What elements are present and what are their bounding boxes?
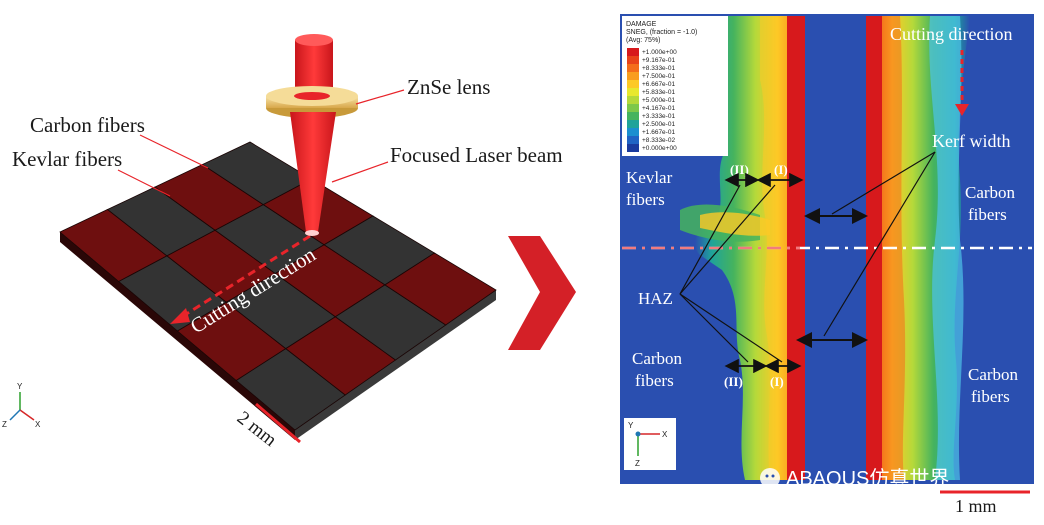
axis-triad-right: Y X Z — [624, 418, 676, 470]
plate-top — [59, 141, 497, 431]
carbon-label-right-top-2: fibers — [968, 205, 1007, 224]
haz-label: HAZ — [638, 289, 673, 308]
axis-z-right: Z — [635, 459, 640, 468]
carbon-label-left: Carbon — [632, 349, 683, 368]
legend-entry-label: +8.333e-02 — [642, 137, 675, 144]
kerf-leader-2 — [823, 151, 936, 337]
haz-leader-4 — [679, 293, 783, 363]
haz-leader-1 — [679, 184, 741, 295]
legend-entry-label: +0.000e+00 — [642, 145, 677, 152]
zone-i-bottom: (I) — [770, 374, 784, 389]
zone-ii-top: (II) — [730, 162, 749, 177]
legend-rows: +1.000e+00+9.167e-01+8.333e-01+7.500e-01… — [627, 48, 677, 152]
legend-entry-label: +1.000e+00 — [642, 49, 677, 56]
legend-swatch — [627, 80, 639, 88]
legend-swatch — [627, 72, 639, 80]
watermark: ABAQUS仿真世界 — [760, 467, 949, 490]
legend-swatch — [627, 48, 639, 56]
kerf-width-label: Kerf width — [932, 131, 1010, 151]
kevlar-leader — [117, 169, 171, 197]
carbon-label-left-2: fibers — [635, 371, 674, 390]
axis-x-right: X — [662, 430, 668, 439]
focused-beam — [290, 112, 336, 232]
kerf-leader-1 — [831, 151, 936, 215]
scale-bar-left — [255, 402, 301, 444]
legend-entry-label: +7.500e-01 — [642, 73, 675, 80]
legend-swatch — [627, 112, 639, 120]
legend-entry-label: +5.000e-01 — [642, 97, 675, 104]
zone-i-top: (I) — [774, 162, 788, 177]
damage-legend: DAMAGE SNEG, (fraction = -1.0) (Avg: 75%… — [622, 16, 728, 156]
transition-arrow — [508, 236, 576, 350]
axis-triad-left: Y X Z — [2, 382, 41, 429]
lens-leader — [355, 89, 405, 105]
zone-ii-bottom: (II) — [724, 374, 743, 389]
legend-entry-label: +1.667e-01 — [642, 129, 675, 136]
legend-swatch — [627, 56, 639, 64]
legend-swatch — [627, 64, 639, 72]
axis-y-left: Y — [17, 382, 23, 391]
carbon-fibers-label: Carbon fibers — [30, 113, 145, 137]
cutting-arrowhead — [170, 308, 190, 324]
carbon-label-right-bottom: Carbon — [968, 365, 1019, 384]
laser-leader — [331, 161, 389, 183]
haz-leader-2 — [679, 184, 776, 295]
legend-swatch — [627, 136, 639, 144]
legend-swatch — [627, 96, 639, 104]
plate-tile — [384, 252, 497, 326]
focal-spot — [305, 230, 319, 236]
legend-entry-label: +5.833e-01 — [642, 89, 675, 96]
legend-swatch — [627, 128, 639, 136]
plate-side-left — [60, 232, 295, 440]
lens-hole — [294, 92, 330, 100]
carbon-label-right-top: Carbon — [965, 183, 1016, 202]
kevlar-fibers-label: Kevlar fibers — [12, 147, 122, 171]
laser-top-cap — [295, 34, 333, 46]
legend-title-1: DAMAGE — [626, 21, 657, 28]
legend-swatch — [627, 104, 639, 112]
carbon-label-right-bottom-2: fibers — [971, 387, 1010, 406]
kevlar-label-right-2: fibers — [626, 190, 665, 209]
legend-entry-label: +3.333e-01 — [642, 113, 675, 120]
legend-title-2: SNEG, (fraction = -1.0) — [626, 29, 697, 36]
laser-beam-label: Focused Laser beam — [390, 143, 563, 167]
legend-swatch — [627, 144, 639, 152]
axis-x-left: X — [35, 420, 41, 429]
legend-entry-label: +6.667e-01 — [642, 81, 675, 88]
scale-label-right: 1 mm — [955, 496, 997, 516]
axis-z-left: Z — [2, 420, 7, 429]
legend-entry-label: +9.167e-01 — [642, 57, 675, 64]
cutting-arrowhead-right — [955, 104, 969, 116]
legend-entry-label: +4.167e-01 — [642, 105, 675, 112]
legend-swatch — [627, 88, 639, 96]
haz-leader-3 — [679, 293, 749, 363]
left-panel: Cutting direction ZnSe lens Carbon fiber… — [2, 34, 563, 451]
legend-entry-label: +2.500e-01 — [642, 121, 675, 128]
watermark-text: ABAQUS仿真世界 — [786, 467, 949, 490]
axis-y-right: Y — [628, 421, 634, 430]
right-panel: DAMAGE SNEG, (fraction = -1.0) (Avg: 75%… — [620, 14, 1034, 516]
wechat-icon — [760, 468, 780, 488]
kevlar-label-right: Kevlar — [626, 168, 673, 187]
legend-entry-label: +8.333e-01 — [642, 65, 675, 72]
legend-swatch — [627, 120, 639, 128]
cutting-direction-label-right: Cutting direction — [890, 24, 1012, 44]
carbon-leader — [139, 134, 209, 169]
legend-title-3: (Avg: 75%) — [626, 37, 661, 44]
plate-side-right — [295, 290, 496, 440]
lens-label: ZnSe lens — [407, 75, 490, 99]
